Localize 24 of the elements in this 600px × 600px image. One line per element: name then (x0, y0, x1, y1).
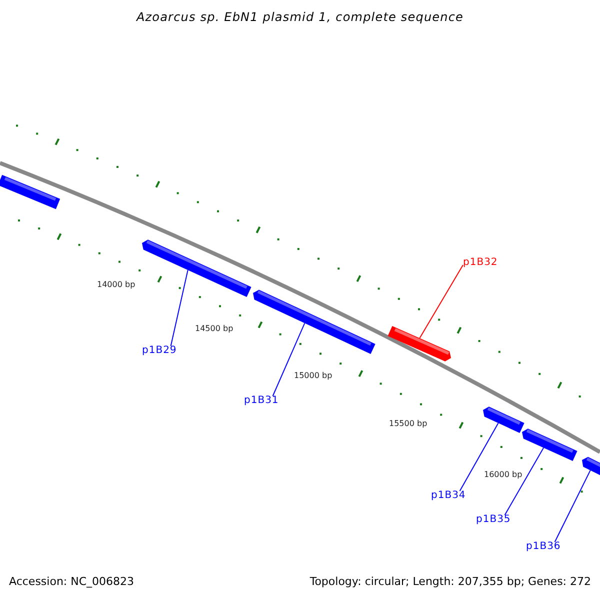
leader-line (272, 322, 306, 396)
scale-label: 15500 bp (389, 419, 428, 428)
gene-bar (483, 406, 524, 433)
gene-label: p1B32 (463, 257, 498, 268)
accession-note: Accession: NC_006823 (9, 575, 134, 588)
gene-bar (253, 290, 376, 354)
gene-label: p1B34 (431, 490, 466, 501)
leader-line (504, 447, 544, 516)
gene-label: p1B29 (142, 345, 177, 356)
scale-label: 14500 bp (195, 324, 234, 333)
gene-label: p1B36 (526, 541, 561, 552)
gene-bar (582, 456, 600, 477)
gene-label: p1B35 (476, 514, 511, 525)
gene-bar (522, 428, 578, 461)
gene-bar (0, 174, 60, 210)
summary-note: Topology: circular; Length: 207,355 bp; Genes: 272 (310, 575, 591, 588)
leader-line (554, 470, 591, 542)
leader-line (459, 422, 499, 492)
leader-line (170, 270, 188, 346)
gene-bar (142, 240, 252, 297)
gene-label: p1B31 (244, 395, 279, 406)
title: Azoarcus sp. EbN1 plasmid 1, complete sequence (135, 10, 465, 24)
leader-line (419, 264, 464, 339)
gene-bar (388, 326, 451, 362)
